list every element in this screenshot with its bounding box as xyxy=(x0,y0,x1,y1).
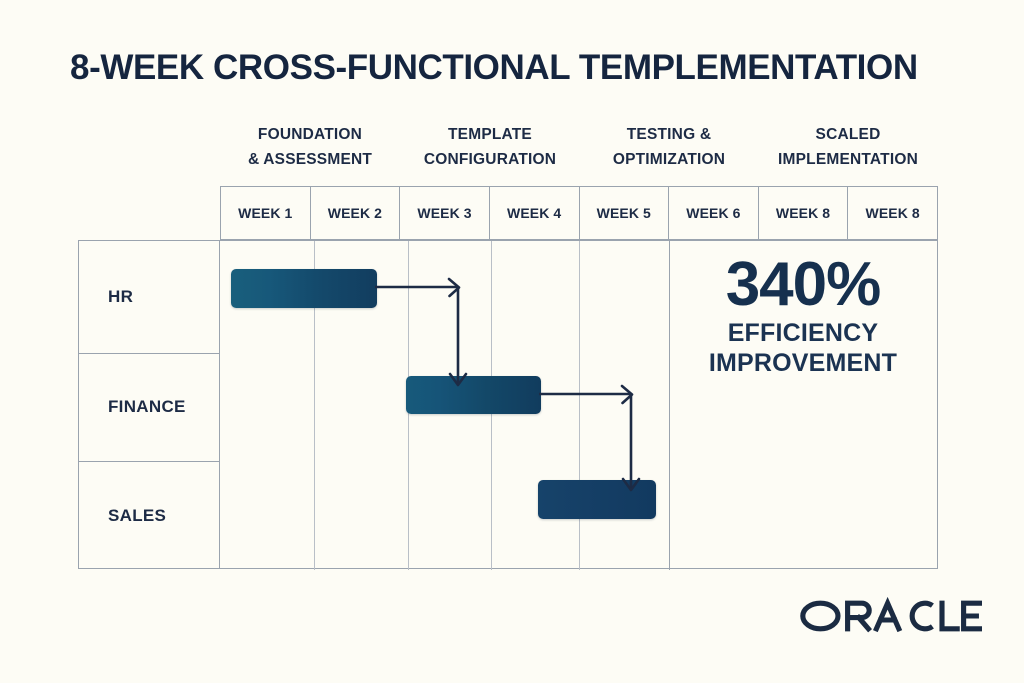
callout-panel-divider xyxy=(669,241,670,570)
phase-header-1: TEMPLATE CONFIGURATION xyxy=(400,122,580,172)
row-divider-2 xyxy=(79,461,220,462)
week-gridline-2 xyxy=(314,241,315,570)
row-label-sales-text: SALES xyxy=(108,505,167,525)
row-label-hr-text: HR xyxy=(108,287,134,306)
phase-header-group: FOUNDATION & ASSESSMENT TEMPLATE CONFIGU… xyxy=(220,122,938,174)
week-header-cell-7: WEEK 8 xyxy=(759,187,849,239)
phase-header-1-line2: CONFIGURATION xyxy=(423,151,557,168)
phase-header-2-line2: OPTIMIZATION xyxy=(612,151,726,168)
phase-header-1-line1: TEMPLATE xyxy=(448,126,532,143)
row-divider-1 xyxy=(79,353,220,354)
week-header-cell-6: WEEK 6 xyxy=(669,187,759,239)
page-title: 8-WEEK CROSS-FUNCTIONAL TEMPLEMENTATION xyxy=(70,48,918,87)
row-label-column: HR FINANCE SALES xyxy=(79,241,220,568)
oracle-logo xyxy=(800,596,982,633)
phase-header-0-line1: FOUNDATION xyxy=(257,126,363,143)
kpi-callout: 340% EFFICIENCY IMPROVEMENT xyxy=(668,252,938,378)
week-header-cell-2: WEEK 2 xyxy=(311,187,401,239)
dependency-arrow-finance-to-sales xyxy=(539,384,641,492)
week-header-cell-4: WEEK 4 xyxy=(490,187,580,239)
phase-header-3-line2: IMPLEMENTATION xyxy=(778,151,918,168)
phase-header-3: SCALED IMPLEMENTATION xyxy=(758,122,938,172)
week-header-cell-1: WEEK 1 xyxy=(221,187,311,239)
phase-header-2-line1: TESTING & xyxy=(626,126,712,143)
gantt-grid: HR FINANCE SALES xyxy=(78,240,938,570)
gantt-bar-sales[interactable] xyxy=(538,480,656,519)
week-header-cell-3: WEEK 3 xyxy=(400,187,490,239)
row-label-sales: SALES xyxy=(79,461,220,570)
row-label-finance: FINANCE xyxy=(79,353,220,461)
row-label-hr: HR xyxy=(79,241,220,353)
week-header-cell-8: WEEK 8 xyxy=(865,205,920,221)
gantt-bar-finance[interactable] xyxy=(406,376,541,414)
phase-header-0-line2: & ASSESSMENT xyxy=(247,151,373,168)
dependency-arrow-hr-to-finance xyxy=(375,277,468,387)
phase-header-3-line1: SCALED xyxy=(815,126,881,143)
kpi-callout-label-line1: EFFICIENCY xyxy=(727,319,879,347)
phase-header-2: TESTING & OPTIMIZATION xyxy=(580,122,758,172)
phase-header-0: FOUNDATION & ASSESSMENT xyxy=(220,122,400,172)
week-gridline-5 xyxy=(579,241,580,570)
row-label-finance-text: FINANCE xyxy=(108,397,186,416)
kpi-callout-label-line2: IMPROVEMENT xyxy=(708,349,898,377)
week-header-cell-5: WEEK 5 xyxy=(580,187,670,239)
kpi-callout-value: 340% xyxy=(725,250,882,319)
week-header-row: WEEK 1 WEEK 2 WEEK 3 WEEK 4 WEEK 5 WEEK … xyxy=(220,186,938,240)
gantt-bar-hr[interactable] xyxy=(231,269,377,308)
